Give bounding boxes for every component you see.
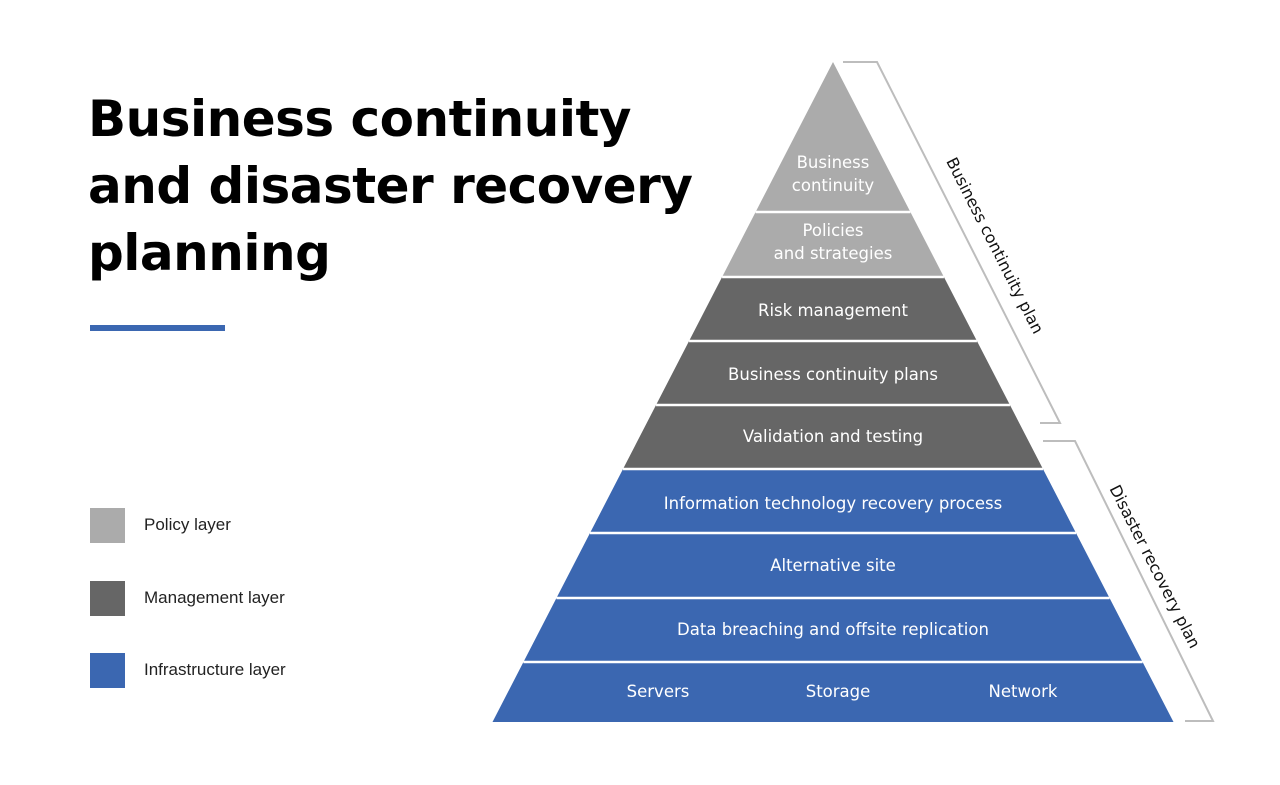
layer-label: Business continuity plans — [728, 365, 938, 384]
legend-item-infrastructure: Infrastructure layer — [90, 652, 286, 688]
page-title: Business continuity and disaster recover… — [88, 86, 693, 287]
business-continuity-band — [755, 62, 911, 212]
layer-label: Alternative site — [770, 556, 896, 575]
legend-label: Policy layer — [144, 515, 231, 534]
layer-item-label: Network — [989, 682, 1058, 701]
legend-label: Management layer — [144, 588, 285, 607]
title-underline — [90, 325, 225, 331]
title-line: Business continuity — [88, 90, 632, 148]
policies-strategies-band — [722, 212, 944, 277]
layer-label: Business — [797, 153, 870, 172]
layer-label: continuity — [792, 176, 875, 195]
infrastructure-base-band — [492, 662, 1174, 722]
risk-management-band — [689, 277, 977, 341]
management-swatch — [90, 580, 125, 616]
pyramid-bands — [492, 62, 1174, 722]
layer-label: Risk management — [758, 301, 909, 320]
legend-item-management: Management layer — [90, 580, 285, 616]
business-continuity-plan-bracket — [843, 61, 1062, 424]
legend-label: Infrastructure layer — [144, 660, 286, 679]
layer-item-label: Storage — [806, 682, 871, 701]
infrastructure-swatch — [90, 652, 125, 688]
data-replication-band — [523, 598, 1143, 662]
pyramid-separators — [523, 210, 1143, 664]
policy-swatch — [90, 507, 125, 543]
layer-label: Policies — [802, 221, 863, 240]
business-continuity-plans-band — [656, 341, 1010, 405]
layer-label: Validation and testing — [743, 427, 923, 446]
validation-testing-band — [623, 405, 1043, 469]
layer-item-label: Servers — [627, 682, 690, 701]
alternative-site-band — [556, 533, 1110, 598]
legend-item-policy: Policy layer — [90, 507, 231, 543]
title-line: planning — [88, 224, 331, 282]
layer-label: Data breaching and offsite replication — [677, 620, 989, 639]
layer-label: and strategies — [774, 244, 893, 263]
layer-label: Information technology recovery process — [664, 494, 1002, 513]
disaster-recovery-plan-bracket — [1043, 440, 1215, 722]
title-line: and disaster recovery — [88, 157, 693, 215]
it-recovery-process-band — [590, 469, 1076, 533]
